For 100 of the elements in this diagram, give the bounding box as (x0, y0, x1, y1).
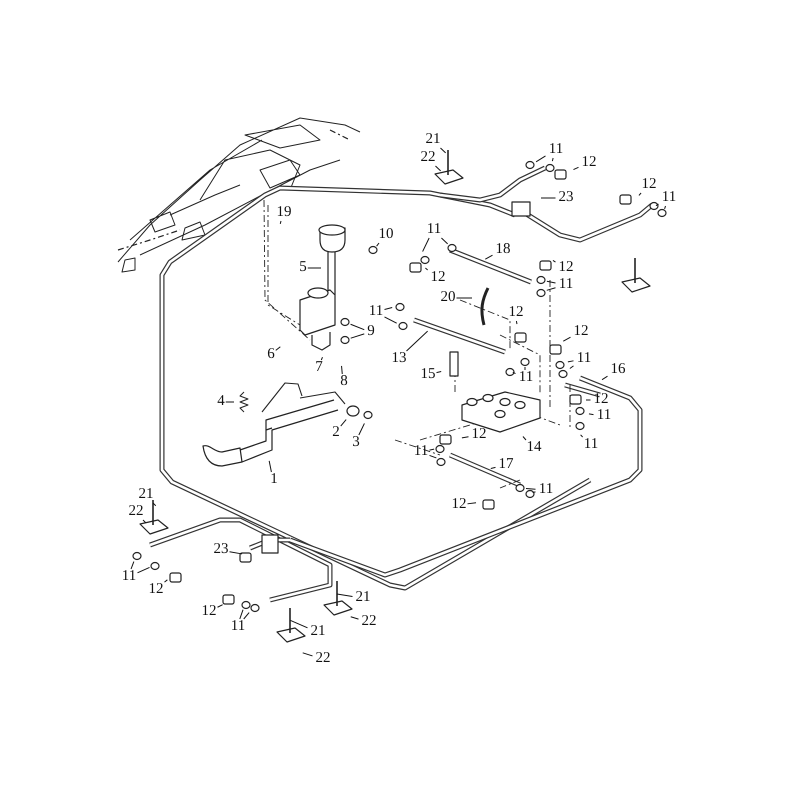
callout-number: 18 (492, 242, 514, 257)
callout-number: 11 (516, 370, 536, 385)
leader-line (552, 260, 556, 263)
callout-number: 5 (296, 260, 310, 275)
leader-line (429, 454, 437, 458)
callout-number: 1 (267, 472, 281, 487)
callout-number: 16 (608, 362, 628, 377)
leader-line (130, 561, 134, 570)
leader-line (229, 551, 243, 554)
leader-line (142, 520, 146, 524)
callout-number: 12 (556, 260, 576, 275)
callout-number: 13 (388, 351, 410, 366)
callout-number: 3 (349, 435, 363, 450)
callout-number: 12 (638, 177, 660, 192)
callout-number: 15 (418, 367, 438, 382)
leader-line (239, 609, 244, 620)
leader-line (280, 220, 282, 224)
leader-line (440, 238, 448, 244)
callout-number: 14 (524, 440, 544, 455)
callout-number: 21 (352, 590, 374, 605)
callout-number: 7 (312, 360, 326, 375)
callout-number: 20 (438, 290, 458, 305)
leader-line (602, 376, 608, 380)
leader-line (152, 502, 156, 506)
leader-line (350, 616, 359, 620)
leader-line (546, 287, 556, 291)
callout-number: 11 (580, 437, 602, 452)
leader-line (137, 566, 150, 574)
leader-line (490, 466, 496, 470)
callout-number: 12 (448, 497, 470, 512)
leader-line (424, 268, 428, 270)
callout-number: 9 (364, 324, 378, 339)
leader-line (340, 419, 347, 427)
leader-line (320, 356, 323, 360)
callout-number: 11 (536, 482, 556, 497)
leader-line (384, 316, 398, 324)
leader-line (588, 413, 594, 416)
leader-line (384, 307, 393, 310)
leader-line (536, 155, 546, 162)
leader-line (546, 280, 556, 284)
callout-number: 22 (312, 651, 334, 666)
leader-line (524, 366, 526, 370)
callout-number: 22 (126, 504, 146, 519)
leader-line (350, 333, 365, 339)
callout-number: 12 (198, 604, 220, 619)
leader-line (467, 502, 477, 504)
callout-number: 4 (214, 394, 228, 409)
callout-number: 17 (496, 457, 516, 472)
leader-line (429, 448, 435, 451)
callout-number: 21 (422, 132, 444, 147)
leader-line (217, 604, 224, 608)
leader-line (436, 370, 442, 374)
leader-line (243, 612, 250, 620)
leader-line (268, 460, 272, 472)
leader-line (525, 488, 536, 490)
callout-number: 23 (556, 190, 576, 205)
callout-number: 6 (264, 347, 278, 362)
callout-number: 10 (376, 227, 396, 242)
callout-number: 2 (329, 425, 343, 440)
leader-line (664, 206, 666, 210)
leader-line (572, 166, 579, 170)
callout-number: 22 (418, 150, 438, 165)
leader-line (336, 593, 353, 597)
leader-line (580, 434, 584, 438)
leader-line (376, 242, 380, 247)
leader-line (516, 320, 518, 325)
leader-line (358, 422, 365, 436)
leader-line (164, 579, 168, 583)
callout-number: 11 (228, 619, 248, 634)
leader-line (484, 254, 493, 260)
leader-line (302, 652, 313, 656)
leader-line (341, 365, 343, 374)
leader-line (562, 336, 571, 342)
callout-number: 11 (410, 444, 432, 459)
leader-line (638, 192, 642, 196)
callout-number: 11 (658, 190, 680, 205)
callout-number: 11 (546, 142, 566, 157)
callout-number: 12 (146, 582, 166, 597)
callout-number: 8 (337, 374, 351, 389)
callout-number: 11 (556, 277, 576, 292)
callout-number: 22 (358, 614, 380, 629)
leader-line (350, 324, 365, 330)
callout-number: 12 (578, 155, 600, 170)
leader-line (512, 372, 516, 374)
leader-line (655, 204, 659, 206)
leader-line (552, 158, 554, 162)
callout-number: 11 (594, 408, 614, 423)
leader-line (275, 346, 281, 351)
callout-number: 11 (366, 304, 386, 319)
callout-number: 11 (118, 569, 140, 584)
leader-line (406, 330, 428, 352)
leader-line (422, 238, 430, 252)
leader-line (522, 436, 526, 440)
callout-number: 11 (574, 351, 594, 366)
callout-number: 12 (590, 392, 612, 407)
callout-number: 23 (210, 542, 232, 557)
callout-number: 12 (570, 324, 592, 339)
leader-line (290, 620, 308, 628)
callout-number: 21 (308, 624, 328, 639)
leader-line (569, 365, 574, 369)
